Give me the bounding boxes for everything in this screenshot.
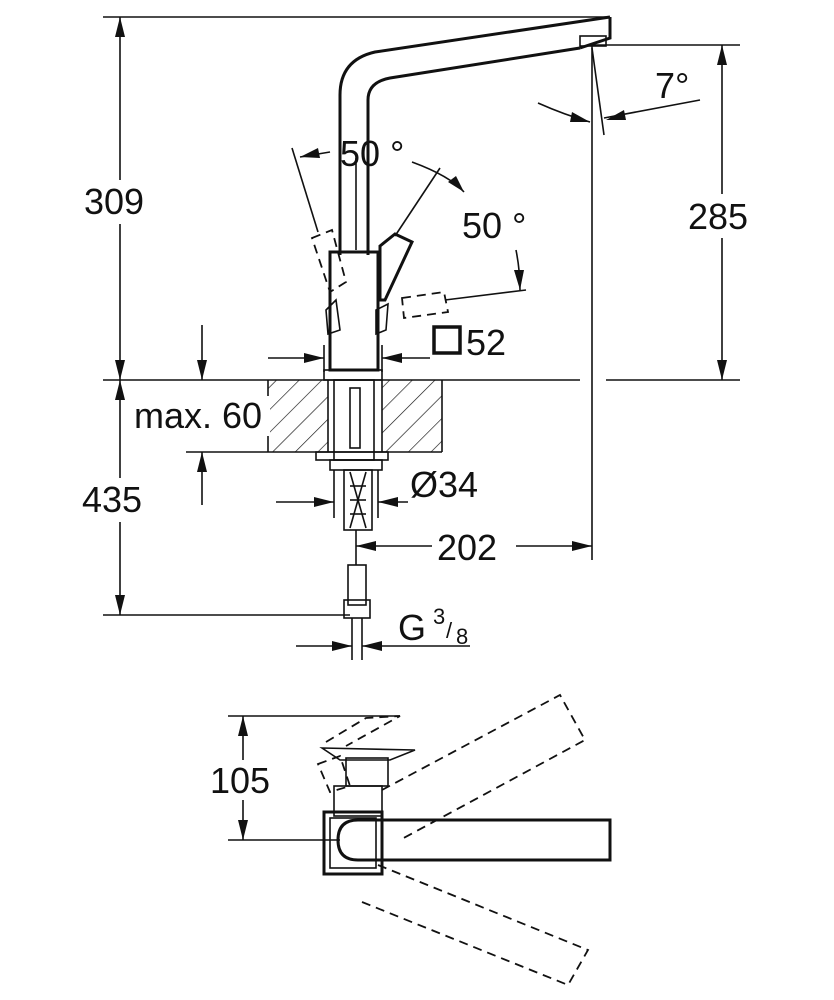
countertop-section [103,379,740,453]
dim-hole-diameter: Ø34 [276,464,478,518]
dim-connection-thread: G 3 / 8 [296,604,470,651]
dim-plan-depth: 105 [208,715,400,841]
dim-base-square: 52 [268,322,506,372]
spout-angle-label: 7° [655,65,689,106]
dim-max-deck: max. 60 [132,325,270,505]
connection-thread-numerator: 3 [433,604,445,629]
connection-thread-slash: / [446,618,453,643]
spout-height-label: 285 [688,196,748,237]
below-deck-label: 435 [82,479,142,520]
dim-total-height: 309 [80,16,608,380]
dim-lever-angle-right: 50 ° [394,161,526,301]
faucet-body [310,15,612,381]
lever-angle-right-label: 50 ° [462,205,526,246]
square-symbol [432,325,462,355]
plan-view: 105 [208,693,612,987]
total-height-label: 309 [84,181,144,222]
dim-spout-reach: 202 [356,527,592,568]
spout-reach-label: 202 [437,527,497,568]
dim-spout-angle: 7° [537,45,701,560]
lever-angle-left-label: 50 ° [340,133,404,174]
base-square-label: 52 [466,322,506,363]
side-view: 309 435 285 7° [80,15,764,660]
hole-diameter-label: Ø34 [410,464,478,505]
connection-thread-g: G [398,607,426,648]
plan-depth-label: 105 [210,760,270,801]
dim-spout-height: 285 [592,44,764,380]
max-deck-label: max. 60 [134,395,262,436]
dim-lever-angle-left: 50 ° [291,133,404,250]
under-deck-fixing [315,379,389,660]
dim-below-deck: 435 [80,380,350,616]
connection-thread-denominator: 8 [456,624,468,649]
